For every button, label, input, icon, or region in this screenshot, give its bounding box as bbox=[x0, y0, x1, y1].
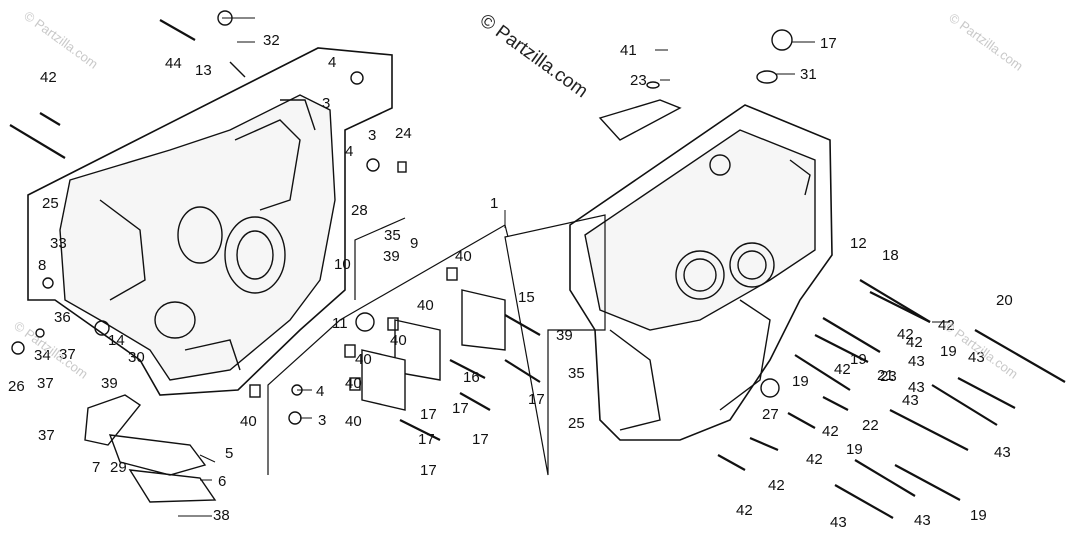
callout-4: 4 bbox=[316, 383, 325, 400]
callout-11: 11 bbox=[332, 315, 348, 332]
callout-25: 25 bbox=[42, 195, 59, 212]
callout-19: 19 bbox=[792, 373, 809, 390]
callout-26: 26 bbox=[8, 378, 25, 395]
callout-6: 6 bbox=[218, 473, 227, 490]
callout-17: 17 bbox=[472, 431, 489, 448]
callout-43: 43 bbox=[908, 379, 925, 396]
callout-16: 16 bbox=[463, 369, 480, 386]
callout-40: 40 bbox=[355, 351, 372, 368]
callout-13: 13 bbox=[195, 62, 212, 79]
bearing-caps bbox=[361, 289, 506, 411]
callout-18: 18 bbox=[882, 247, 899, 264]
callout-19: 19 bbox=[850, 351, 867, 368]
callout-42: 42 bbox=[736, 502, 753, 519]
callout-21: 21 bbox=[877, 367, 894, 384]
callout-37: 37 bbox=[59, 346, 76, 363]
callout-38: 38 bbox=[213, 507, 230, 524]
oil-strainer bbox=[84, 394, 217, 503]
callout-37: 37 bbox=[37, 375, 54, 392]
leader-lines bbox=[178, 17, 950, 517]
callout-4: 4 bbox=[345, 143, 354, 160]
bolts bbox=[9, 19, 1066, 519]
callout-39: 39 bbox=[101, 375, 118, 392]
callout-20: 20 bbox=[996, 292, 1013, 309]
callout-29: 29 bbox=[110, 459, 127, 476]
callout-42: 42 bbox=[897, 326, 914, 343]
assembly-bracket bbox=[267, 214, 606, 476]
callout-36: 36 bbox=[54, 309, 71, 326]
callout-42: 42 bbox=[768, 477, 785, 494]
callout-44: 44 bbox=[165, 55, 182, 72]
callout-17: 17 bbox=[452, 400, 469, 417]
callout-43: 43 bbox=[994, 444, 1011, 461]
callout-17: 17 bbox=[420, 462, 437, 479]
callout-42: 42 bbox=[822, 423, 839, 440]
callout-34: 34 bbox=[34, 347, 51, 364]
callout-40: 40 bbox=[390, 332, 407, 349]
callout-40: 40 bbox=[455, 248, 472, 265]
callout-10: 10 bbox=[334, 256, 351, 273]
callout-5: 5 bbox=[225, 445, 234, 462]
callout-3: 3 bbox=[318, 412, 327, 429]
callout-23: 23 bbox=[880, 368, 897, 385]
callout-40: 40 bbox=[240, 413, 257, 430]
callout-23: 23 bbox=[630, 72, 647, 89]
callout-30: 30 bbox=[128, 349, 145, 366]
callout-42: 42 bbox=[834, 361, 851, 378]
callout-14: 14 bbox=[108, 332, 125, 349]
callout-19: 19 bbox=[846, 441, 863, 458]
callout-19: 19 bbox=[970, 507, 987, 524]
callout-39: 39 bbox=[383, 248, 400, 265]
callout-4: 4 bbox=[328, 54, 337, 71]
callout-3: 3 bbox=[322, 95, 331, 112]
callout-43: 43 bbox=[830, 514, 847, 531]
callout-17: 17 bbox=[420, 406, 437, 423]
callout-42: 42 bbox=[938, 317, 955, 334]
callout-43: 43 bbox=[902, 392, 919, 409]
callout-3: 3 bbox=[368, 127, 377, 144]
callout-42: 42 bbox=[906, 334, 923, 351]
callout-43: 43 bbox=[908, 353, 925, 370]
callout-1: 1 bbox=[490, 195, 499, 212]
callout-25: 25 bbox=[568, 415, 585, 432]
callout-9: 9 bbox=[410, 235, 419, 252]
callout-42: 42 bbox=[40, 69, 57, 86]
callout-33: 33 bbox=[50, 235, 67, 252]
callout-17: 17 bbox=[528, 391, 545, 408]
callout-42: 42 bbox=[806, 451, 823, 468]
callout-8: 8 bbox=[38, 257, 47, 274]
callout-31: 31 bbox=[800, 66, 817, 83]
callout-12: 12 bbox=[850, 235, 867, 252]
callout-32: 32 bbox=[263, 32, 280, 49]
small-parts bbox=[11, 10, 793, 425]
callout-35: 35 bbox=[384, 227, 401, 244]
callout-43: 43 bbox=[968, 349, 985, 366]
callout-7: 7 bbox=[92, 459, 101, 476]
callout-17: 17 bbox=[418, 431, 435, 448]
callout-22: 22 bbox=[862, 417, 879, 434]
callout-43: 43 bbox=[914, 512, 931, 529]
callout-28: 28 bbox=[351, 202, 368, 219]
callout-40: 40 bbox=[345, 413, 362, 430]
callout-15: 15 bbox=[518, 289, 535, 306]
callout-35: 35 bbox=[568, 365, 585, 382]
callout-40: 40 bbox=[345, 375, 362, 392]
callout-27: 27 bbox=[762, 406, 779, 423]
callout-24: 24 bbox=[395, 125, 412, 142]
callout-17: 17 bbox=[820, 35, 837, 52]
callout-37: 37 bbox=[38, 427, 55, 444]
left-crankcase-half bbox=[27, 47, 393, 396]
callout-40: 40 bbox=[417, 297, 434, 314]
callout-39: 39 bbox=[556, 327, 573, 344]
callout-41: 41 bbox=[620, 42, 637, 59]
callout-19: 19 bbox=[940, 343, 957, 360]
